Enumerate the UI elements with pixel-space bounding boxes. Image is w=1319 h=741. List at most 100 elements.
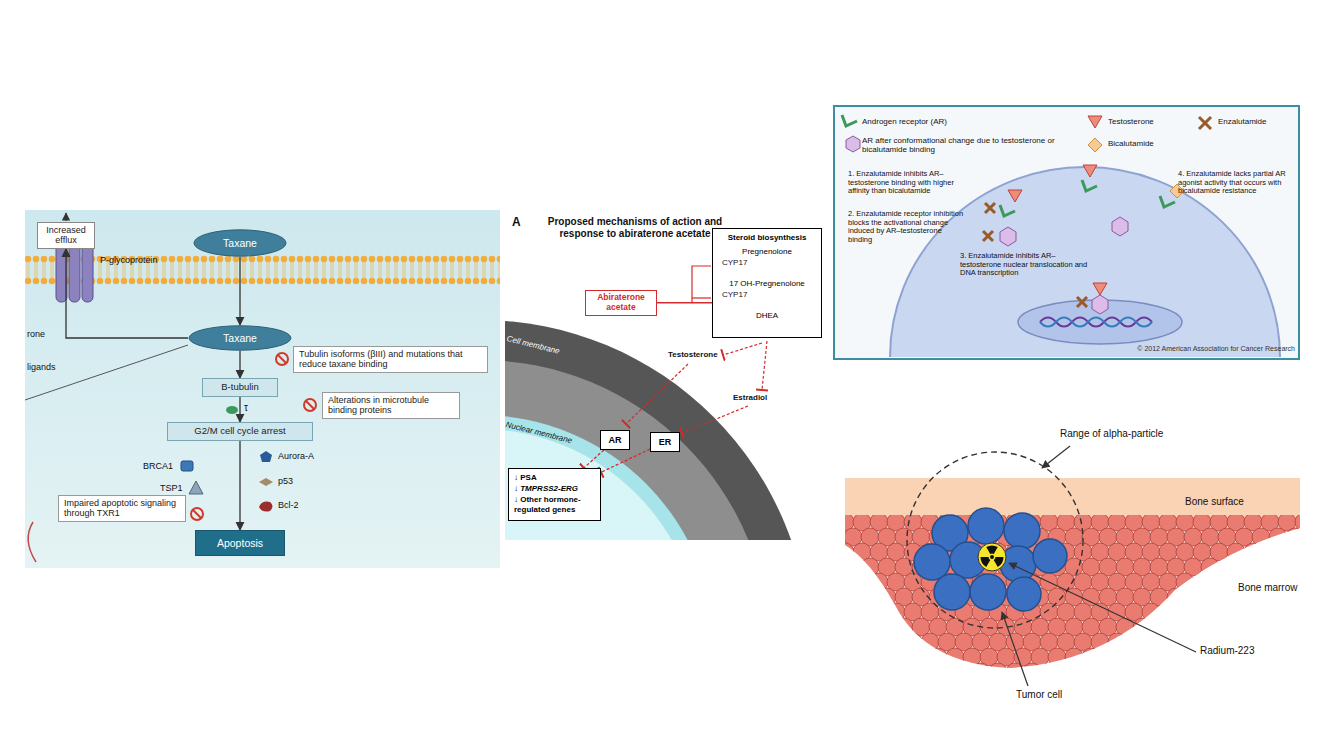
cell-layers — [505, 429, 701, 540]
label-text: Nuclear membrane — [505, 420, 573, 445]
drug-ellipse: Taxane — [188, 325, 292, 351]
cell — [1040, 318, 1152, 327]
enzalutamide-panel — [834, 106, 1299, 547]
marrow-cells — [1278, 543, 1296, 561]
label-text: CYP17 — [722, 258, 747, 267]
marrow-cells — [1184, 588, 1202, 606]
resistance-callout: Tubulin isoforms (βIII) and mutations th… — [293, 346, 488, 373]
marrow-cells — [1201, 618, 1219, 636]
label-text: Bcl-2 — [278, 500, 299, 510]
node-text: G2/M cell cycle arrest — [194, 426, 285, 437]
marrow-cells — [844, 648, 862, 666]
label-text: Proposed mechanisms of action and respon… — [540, 216, 730, 239]
marrow-cells — [1303, 588, 1319, 606]
marrow-cells — [878, 588, 896, 606]
efflux-box: Increased efflux — [37, 222, 95, 249]
marrow-cells — [836, 543, 854, 561]
marrow-cells — [904, 633, 922, 651]
leader-line — [1002, 612, 1028, 686]
label-text: 2. Enzalutamide receptor inhibition bloc… — [848, 210, 966, 245]
marrow-cells — [1269, 648, 1287, 666]
marrow-cells — [1303, 618, 1319, 636]
legend-item: Androgen receptor (AR) — [862, 117, 1062, 126]
marrow-cells — [1074, 663, 1092, 681]
pathway-box: Steroid biosynthesisPregnenolone17 OH-Pr… — [712, 228, 822, 338]
marrow-cells — [1193, 573, 1211, 591]
marrow-cells — [1286, 618, 1304, 636]
node-text: B-tubulin — [221, 382, 259, 393]
marrow-cells — [1150, 618, 1168, 636]
marrow-cells — [1108, 633, 1126, 651]
tumor-cells — [914, 544, 950, 580]
tsp1-icon — [189, 481, 203, 494]
tumor-cells — [934, 574, 970, 610]
marrow-cells — [1269, 618, 1287, 636]
prohibition-sign — [276, 353, 288, 365]
label-text: Range of alpha-particle — [1060, 428, 1163, 440]
marrow-cells — [1142, 633, 1160, 651]
marrow-cells — [1252, 648, 1270, 666]
marrow-cells — [887, 633, 905, 651]
tau-icon — [226, 406, 238, 414]
drug-ellipse: Taxane — [193, 229, 287, 257]
receptor-symbols — [1077, 297, 1087, 307]
marrow-cells — [1218, 588, 1236, 606]
marrow-cells — [1235, 618, 1253, 636]
receptor-symbols — [983, 165, 1184, 314]
node-text: ↓ PSA — [514, 473, 537, 482]
marrow-cells — [878, 618, 896, 636]
marrow-cells — [1193, 603, 1211, 621]
node-text: Taxane — [223, 237, 257, 249]
marrow-cells — [1133, 648, 1151, 666]
cell — [1040, 318, 1152, 327]
flow-arrow — [66, 249, 188, 338]
legend-item: AR after conformational change due to te… — [862, 136, 1067, 154]
aurora-icon — [260, 451, 272, 462]
marrow-cells — [1261, 663, 1279, 681]
node-text: Abiraterone acetate — [589, 293, 653, 313]
tumor-cells — [914, 508, 1067, 611]
abiraterone-panel — [150, 210, 828, 741]
node-text: Apoptosis — [217, 537, 263, 549]
marrow-cells — [1244, 603, 1262, 621]
marrow-cells — [1295, 603, 1313, 621]
marrow-cells — [1261, 603, 1279, 621]
receptor-symbols — [985, 203, 995, 213]
marrow-cells — [836, 603, 854, 621]
receptor-symbols — [1008, 190, 1022, 202]
outcome-box: Apoptosis — [195, 530, 285, 556]
prohibition-sign — [193, 510, 201, 518]
receptor-symbols — [985, 203, 995, 213]
inhibition-line — [584, 450, 604, 468]
node-text: Alterations in microtubule binding prote… — [328, 395, 454, 416]
marrow-cells — [1065, 648, 1083, 666]
label-text: 1. Enzalutamide inhibits AR–testosterone… — [848, 170, 966, 196]
label-text: p53 — [278, 476, 293, 486]
tumor-cells — [1000, 546, 1036, 582]
label-text: ligands — [27, 362, 56, 372]
hormone-signal — [723, 343, 762, 355]
receptor-symbols — [1077, 297, 1087, 307]
marrow-cells — [989, 663, 1007, 681]
marrow-cells — [878, 648, 896, 666]
radium-symbol — [990, 555, 994, 559]
marrow-cells — [1159, 663, 1177, 681]
receptor-symbols — [1082, 180, 1097, 191]
tumor-cells — [1033, 539, 1067, 573]
marrow-cells — [1218, 558, 1236, 576]
resistance-callout: Impaired apoptotic signaling through TXR… — [58, 495, 186, 522]
gene-box: ↓ PSA↓ TMPRSS2-ERG↓ Other hormone-regula… — [508, 468, 601, 521]
ellipse-outline — [194, 230, 286, 256]
node-text: Increased efflux — [41, 225, 91, 246]
label-text: Bone surface — [1185, 496, 1244, 508]
marrow-cells — [921, 663, 939, 681]
marrow-cells — [1295, 573, 1313, 591]
legend-samples — [1199, 117, 1211, 129]
receptor-symbols — [1000, 205, 1015, 216]
cell-layers — [505, 320, 810, 540]
marrow-cells — [861, 618, 879, 636]
resistance-callout: Alterations in microtubule binding prote… — [322, 392, 460, 419]
marrow-cells — [946, 648, 964, 666]
